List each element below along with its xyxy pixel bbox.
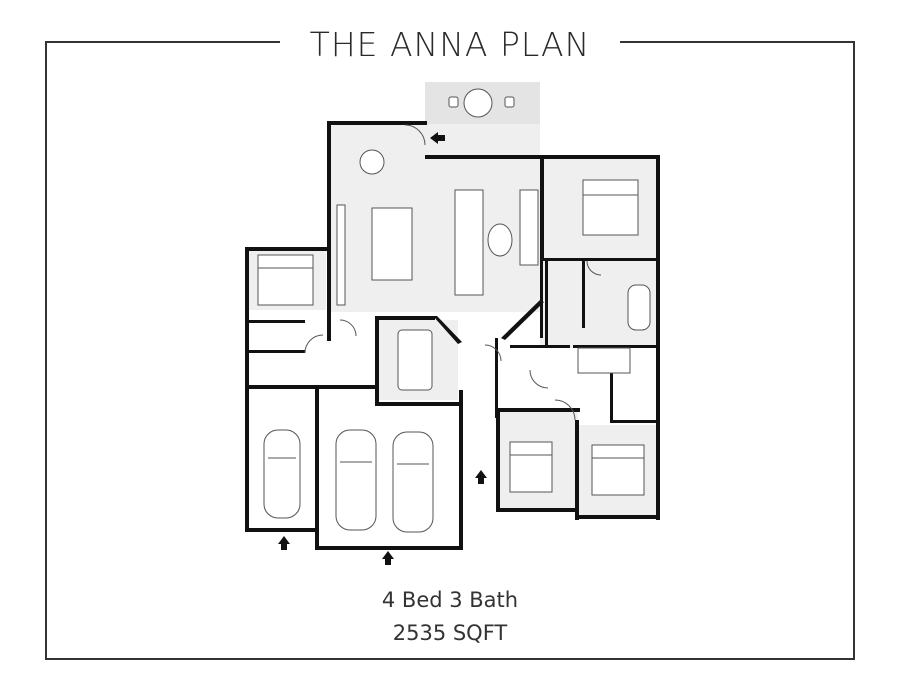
tv-console-icon (519, 189, 539, 266)
bed-icon-bottom-left (509, 441, 553, 493)
coffee-table-icon (487, 223, 513, 257)
bed-icon-master (582, 179, 639, 236)
counter-icon (336, 204, 346, 306)
garage-arrow-icon (278, 536, 290, 550)
garage-arrow-icon (382, 551, 394, 565)
walls (245, 121, 660, 550)
kitchen-island-icon (371, 207, 413, 281)
breakfast-table-icon (359, 149, 385, 175)
bathtub-icon (627, 284, 651, 331)
dining-table-icon (397, 329, 433, 391)
square-footage-caption: 2535 SQFT (392, 621, 508, 645)
bed-icon-left (257, 254, 314, 306)
patio-table-icon (463, 88, 493, 118)
sofa-icon (454, 189, 484, 296)
car-icon (263, 429, 434, 533)
beds-baths-caption: 4 Bed 3 Bath (381, 588, 519, 612)
entry-arrow-icon (475, 470, 487, 484)
entry-arrow-icon (430, 132, 445, 144)
door-swings (304, 124, 602, 421)
vanity-icon (577, 347, 631, 374)
bed-icon-bottom-right (591, 444, 645, 496)
plan-title: THE ANNA PLAN (280, 22, 620, 68)
